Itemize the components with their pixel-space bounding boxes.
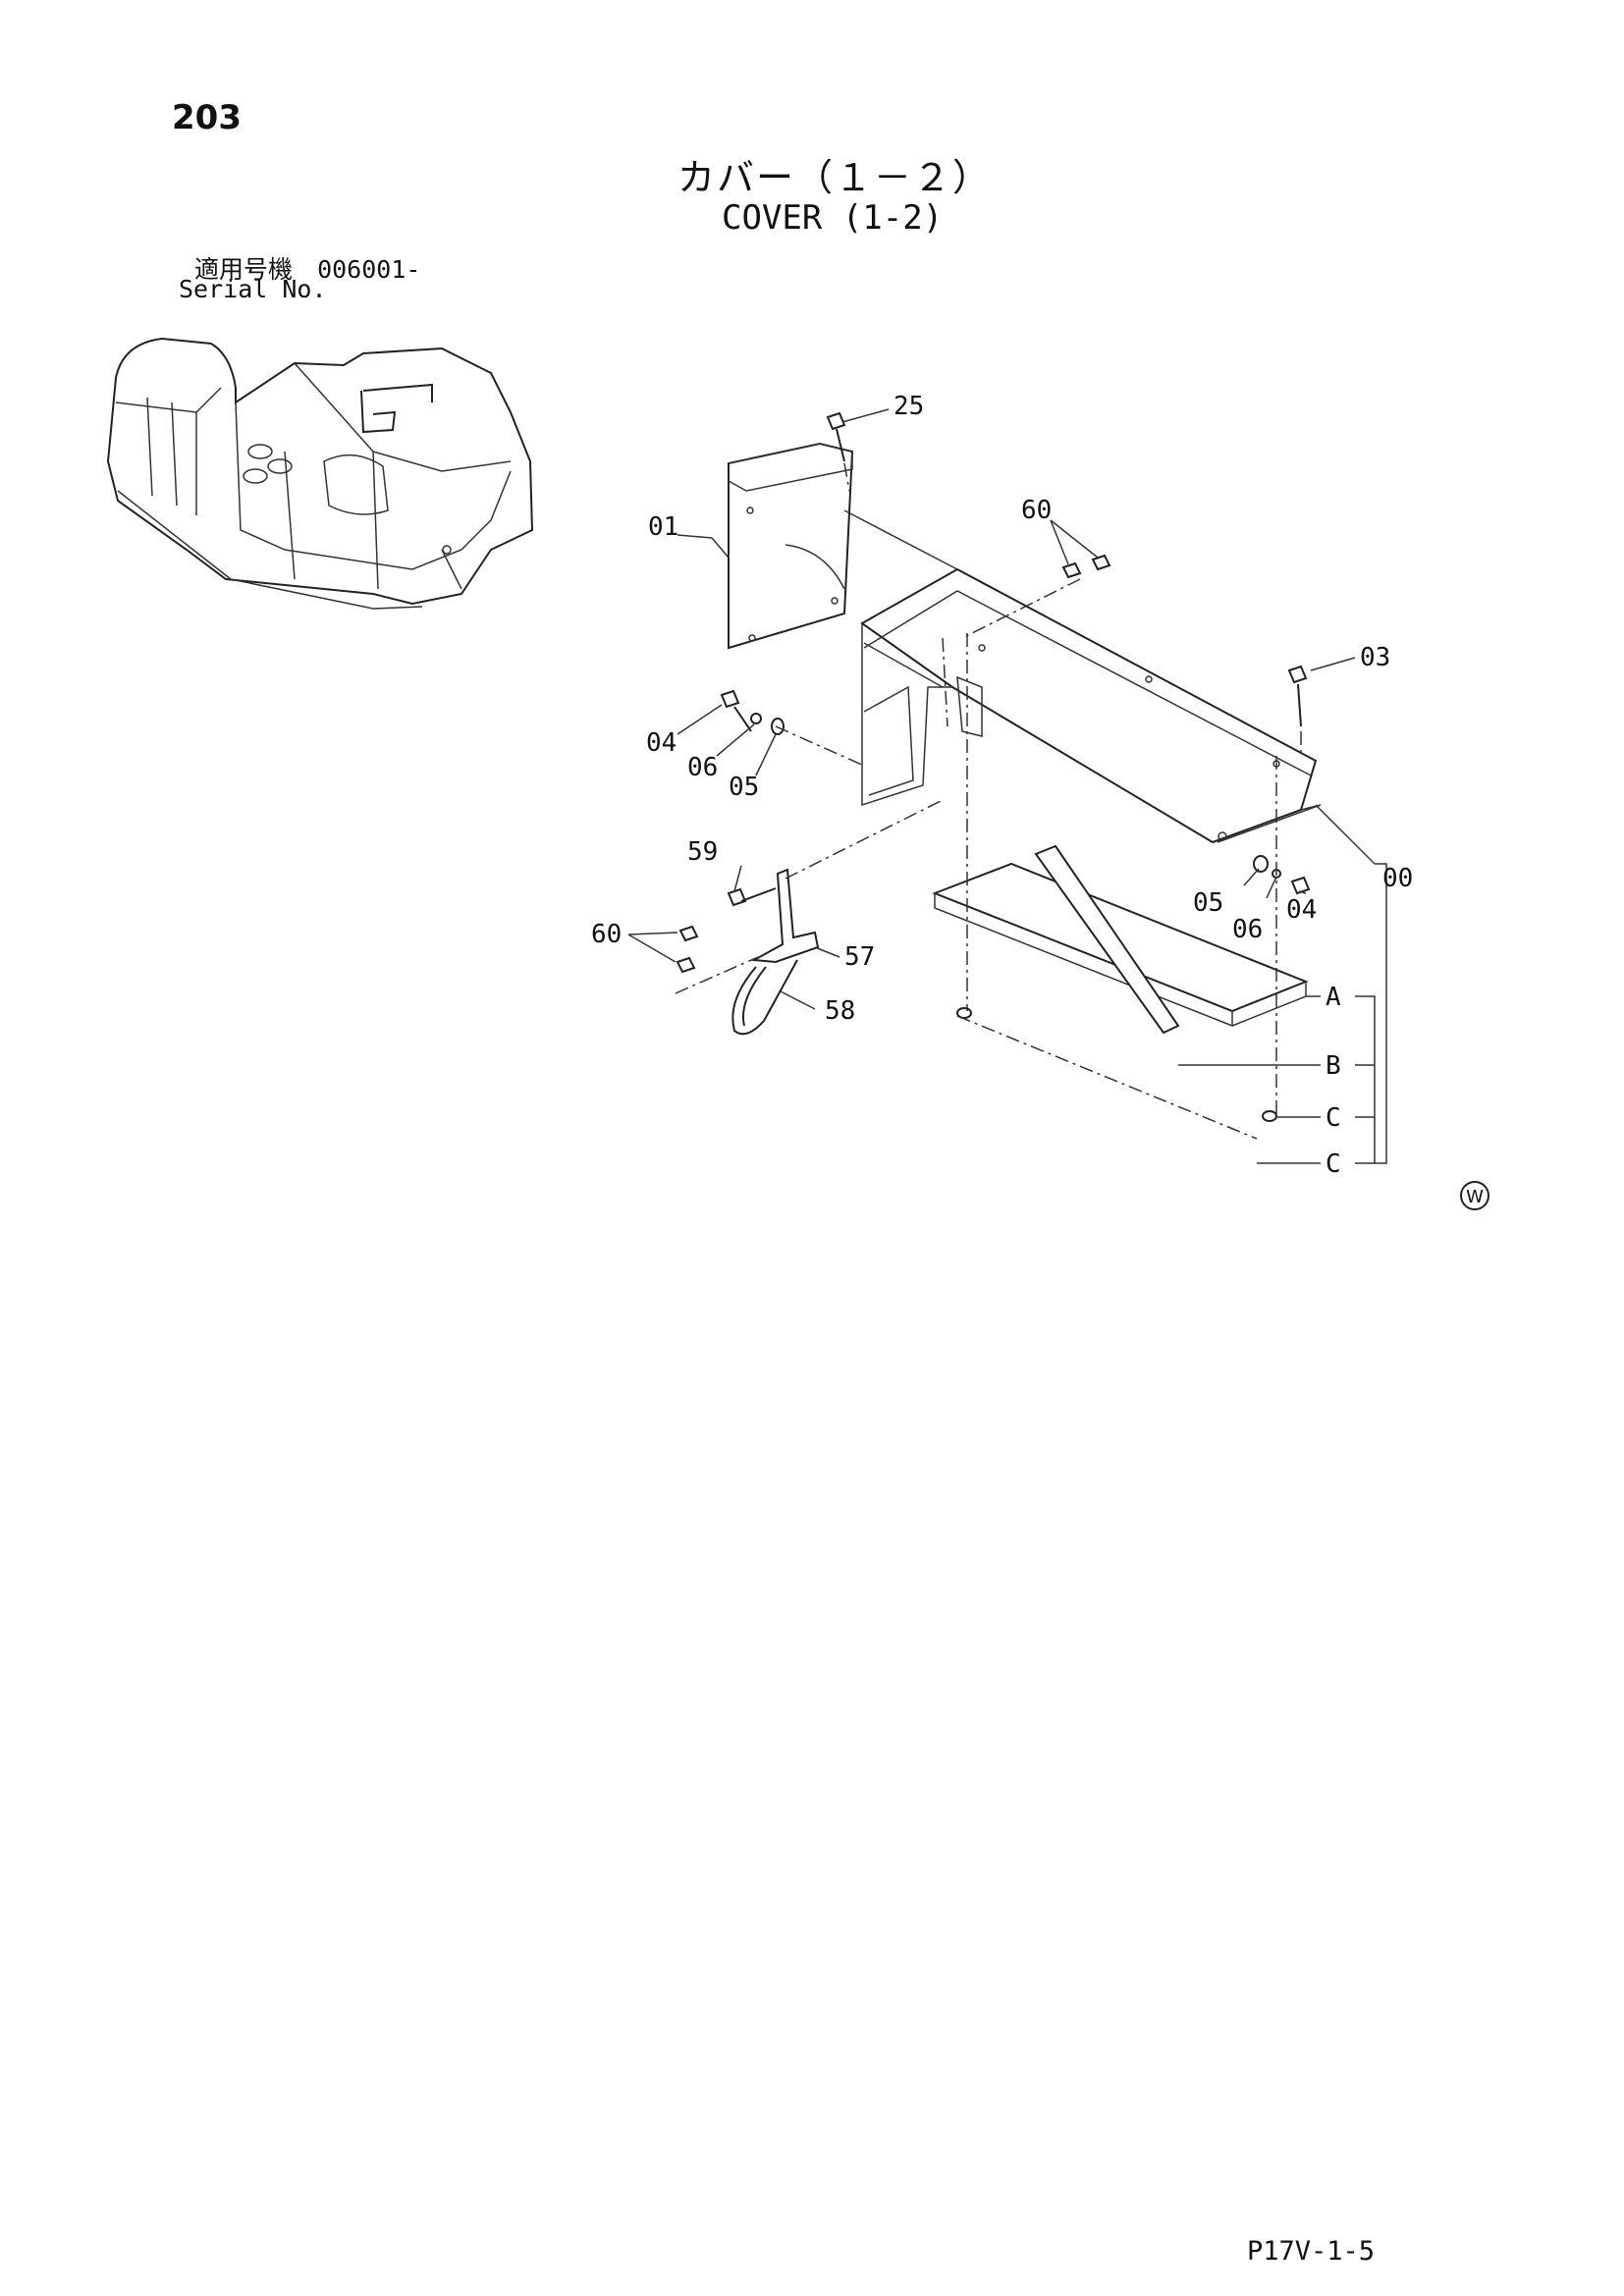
callout-60-upper: 60	[1021, 496, 1052, 525]
callout-00: 00	[1382, 864, 1413, 893]
part-57-bracket	[750, 868, 820, 964]
serial-value: 006001-	[317, 255, 421, 284]
callout-a: A	[1326, 983, 1341, 1012]
callout-60-lower: 60	[591, 920, 622, 949]
callout-05-left: 05	[729, 773, 759, 802]
callout-03: 03	[1360, 643, 1390, 672]
reference-code: P17V-1-5	[1247, 2236, 1376, 2267]
callout-c-lower: C	[1326, 1149, 1341, 1179]
excavator-locator-thumbnail	[106, 337, 534, 610]
serial-label-jp: 適用号機	[194, 255, 294, 284]
callout-labels: 25 01 60 03 04 06 05 59 00 05 06 04 60 5…	[591, 392, 1413, 1179]
w-mark-symbol: W	[1460, 1181, 1489, 1210]
assembly-center-lines	[675, 462, 1302, 1140]
page-number: 203	[172, 98, 242, 137]
title-english: COVER (1-2)	[722, 198, 944, 238]
callout-25: 25	[893, 392, 924, 421]
title-japanese: カバー（１－２）	[677, 156, 993, 199]
part-00-main-cover	[843, 509, 1322, 844]
callout-06-right: 06	[1232, 915, 1263, 944]
callout-01: 01	[648, 512, 678, 542]
hardware-fasteners	[676, 411, 1311, 1122]
callout-leader-lines	[627, 408, 1387, 1164]
callout-c-upper: C	[1326, 1103, 1341, 1133]
callout-59: 59	[687, 837, 718, 867]
part-01-side-cover	[728, 442, 854, 650]
callout-58: 58	[825, 996, 855, 1026]
callout-57: 57	[844, 942, 875, 972]
serial-label-en: Serial No.	[179, 275, 327, 303]
serial-applicable-line: 適用号機 006001-	[194, 250, 420, 286]
callout-06-left: 06	[687, 753, 718, 782]
callout-04-left: 04	[646, 728, 677, 758]
parts-a-b-boards	[932, 844, 1309, 1035]
callout-b: B	[1326, 1051, 1341, 1081]
callout-04-right: 04	[1286, 895, 1317, 925]
part-58-u-bolt	[731, 959, 798, 1036]
callout-05-right: 05	[1193, 888, 1223, 918]
